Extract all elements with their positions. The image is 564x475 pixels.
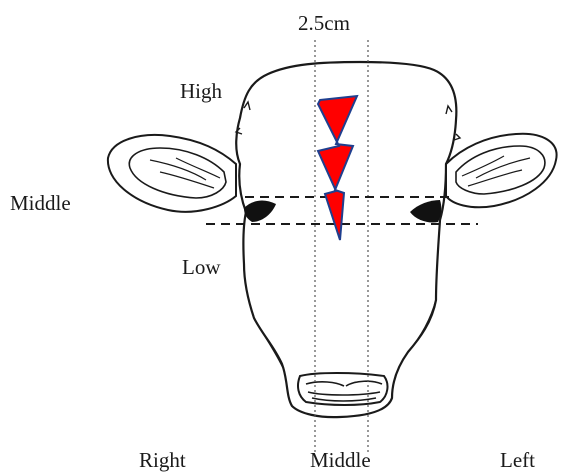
label-high: High bbox=[180, 79, 223, 103]
label-width-2-5cm: 2.5cm bbox=[298, 11, 350, 35]
label-right: Right bbox=[139, 448, 186, 472]
right-ear bbox=[108, 135, 236, 212]
left-ear bbox=[446, 134, 557, 208]
label-low: Low bbox=[182, 255, 221, 279]
label-middle-bottom: Middle bbox=[310, 448, 371, 472]
label-left: Left bbox=[500, 448, 535, 472]
label-middle-side: Middle bbox=[10, 191, 71, 215]
